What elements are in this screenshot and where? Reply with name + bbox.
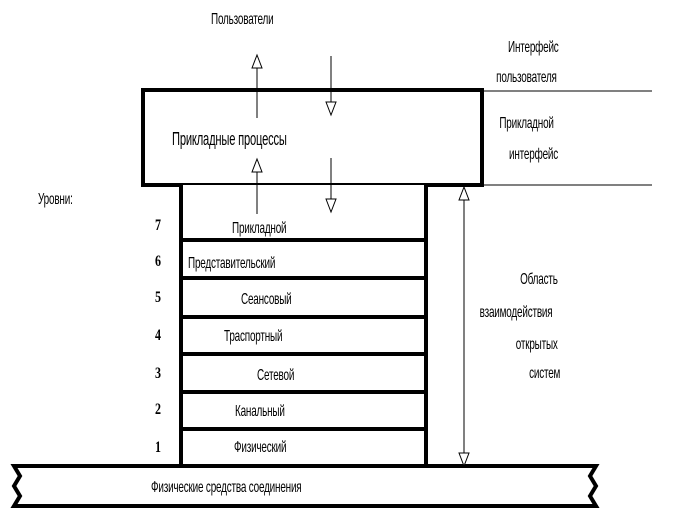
layer-3-name: Сетевой bbox=[257, 367, 295, 384]
layer-3-number: 3 bbox=[155, 365, 161, 382]
layer-1-name: Физический bbox=[234, 439, 287, 456]
arrow-up-to-users bbox=[251, 53, 263, 118]
app-interface-label-1: Прикладной bbox=[499, 115, 555, 132]
layer-2-name: Канальный bbox=[235, 403, 285, 420]
layer-4-name: Траспортный bbox=[224, 328, 283, 345]
layer-5-name: Сеансовый bbox=[241, 291, 292, 308]
layer-4-number: 4 bbox=[155, 327, 161, 344]
layer-stack bbox=[181, 185, 426, 465]
layer-2-number: 2 bbox=[155, 401, 161, 418]
layer-7-name: Прикладной bbox=[232, 220, 287, 237]
layer-5-number: 5 bbox=[155, 289, 161, 306]
app-processes-label: Прикладные процессы bbox=[172, 129, 287, 149]
arrow-down-to-layers bbox=[325, 158, 337, 214]
user-interface-label-1: Интерфейс bbox=[508, 39, 559, 56]
arrow-up-from-layers bbox=[251, 157, 263, 214]
layer-1-number: 1 bbox=[155, 439, 161, 456]
osi-area-line-1: Область bbox=[520, 271, 558, 288]
arrow-down-from-users bbox=[325, 56, 337, 117]
osi-area-line-4: систем bbox=[528, 365, 560, 382]
osi-area-double-arrow bbox=[458, 185, 470, 468]
user-interface-label-2: пользователя bbox=[496, 69, 557, 86]
app-interface-label-2: интерфейс bbox=[509, 146, 558, 163]
osi-area-line-3: открытых bbox=[516, 336, 558, 353]
users-label: Пользователи bbox=[211, 11, 274, 28]
osi-area-line-2: взаимодействия bbox=[479, 304, 552, 321]
layer-6-name: Представительский bbox=[188, 255, 276, 272]
app-processes-box bbox=[141, 88, 484, 187]
physical-media-bar bbox=[10, 464, 600, 508]
levels-label: Уровни: bbox=[38, 191, 73, 208]
layer-7-number: 7 bbox=[155, 217, 161, 234]
layer-6-number: 6 bbox=[155, 253, 161, 270]
physical-media-label: Физические средства соединения bbox=[151, 479, 302, 496]
